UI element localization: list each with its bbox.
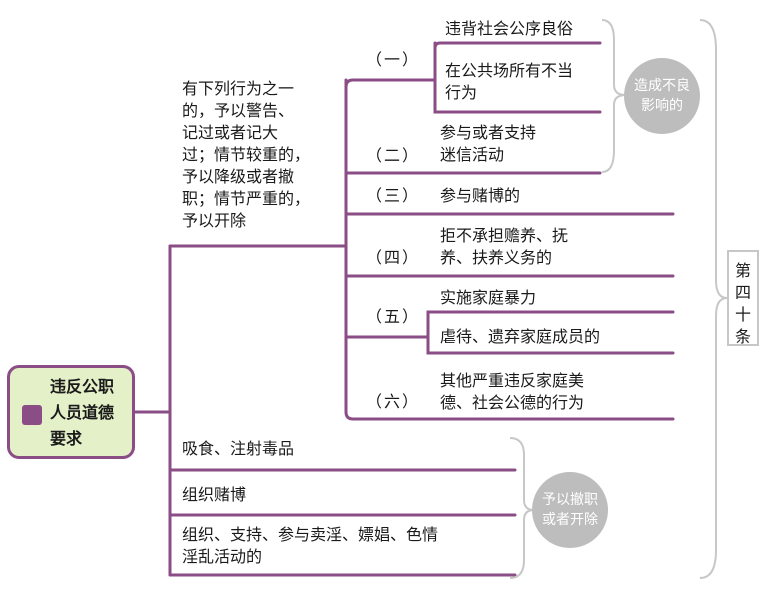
item-text: 其他严重违反家庭美 德、社会公德的行为 <box>440 370 584 414</box>
item-text-line: 拒不承担赡养、抚 <box>440 226 569 245</box>
dismiss-item-line: 组织、支持、参与卖淫、嫖娼、色情 <box>182 525 439 544</box>
dismiss-item-text: 吸食、注射毒品 <box>182 439 295 458</box>
item-number: （一） <box>366 50 421 69</box>
square-icon <box>22 405 42 425</box>
warning-line: 记过或者记大 <box>182 123 279 142</box>
item-number: （四） <box>366 248 421 267</box>
note-line: 影响的 <box>641 98 683 114</box>
warning-line: 职；情节严重的， <box>182 189 311 208</box>
warning-trunk <box>344 78 675 421</box>
note-dismiss: 予以撤职 或者开除 <box>532 472 608 548</box>
article-label: 第 四 十 条 <box>727 250 759 346</box>
root-label-line: 要求 <box>50 429 83 448</box>
trunk-top <box>344 78 437 89</box>
root-label-line: 违反公职 <box>50 377 115 396</box>
root-node: 违反公职 人员道德 要求 <box>7 365 135 459</box>
item-text-line: 在公共场所有不当 <box>445 61 574 80</box>
article-char: 第 <box>734 261 751 280</box>
root-label: 违反公职 人员道德 要求 <box>50 374 114 452</box>
bracket-bad-influence <box>601 19 627 173</box>
item-text-line: 养、扶养义务的 <box>440 248 553 267</box>
warning-line: 过；情节较重的， <box>182 145 311 164</box>
article-char: 四 <box>734 283 751 302</box>
item-text: 拒不承担赡养、抚 养、扶养义务的 <box>440 225 568 269</box>
item-text-line: 德、社会公德的行为 <box>440 393 585 412</box>
warning-line: 予以开除 <box>182 211 247 230</box>
bracket-article <box>699 19 728 579</box>
branch-5a-line <box>344 310 675 339</box>
item-text: 在公共场所有不当 行为 <box>445 60 573 104</box>
item-text-line: 其他严重违反家庭美 <box>440 371 585 390</box>
item-text: 违背社会公序良俗 <box>445 19 574 38</box>
item-text: 虐待、遗弃家庭成员的 <box>440 327 601 346</box>
root-label-line: 人员道德 <box>50 403 115 422</box>
note-bad-influence: 造成不良 影响的 <box>624 58 700 134</box>
branch-1-trunk <box>433 41 602 114</box>
note-line: 造成不良 <box>634 78 690 94</box>
item-text: 参与或者支持 迷信活动 <box>440 122 536 166</box>
item-number: （六） <box>366 392 421 411</box>
warning-line: 予以降级或者撤 <box>182 167 295 186</box>
warning-line: 有下列行为之一 <box>182 79 295 98</box>
item-text-line: 参与或者支持 <box>440 123 537 142</box>
dismiss-item-text: 组织、支持、参与卖淫、嫖娼、色情 淫乱活动的 <box>182 524 438 568</box>
article-char: 十 <box>734 305 751 324</box>
note-line: 或者开除 <box>542 512 598 528</box>
item-text-line: 行为 <box>445 83 478 102</box>
item-number: （三） <box>366 186 421 205</box>
warning-text: 有下列行为之一 的，予以警告、 记过或者记大 过；情节较重的， 予以降级或者撤 … <box>182 78 310 232</box>
branch-1a-line <box>433 41 602 50</box>
article-char: 条 <box>734 327 751 346</box>
item-text-line: 迷信活动 <box>440 145 505 164</box>
item-number: （二） <box>366 146 421 165</box>
branch-5b-line <box>426 335 675 355</box>
warning-line: 的，予以警告、 <box>182 101 295 120</box>
item-text: 参与赌博的 <box>440 186 521 205</box>
item-number: （五） <box>366 307 421 326</box>
dismiss-item-text: 组织赌博 <box>182 485 247 504</box>
item-text: 实施家庭暴力 <box>440 288 537 307</box>
bracket-dismiss <box>509 437 535 579</box>
note-line: 予以撤职 <box>542 492 598 508</box>
dismiss-item-line: 淫乱活动的 <box>182 547 263 566</box>
